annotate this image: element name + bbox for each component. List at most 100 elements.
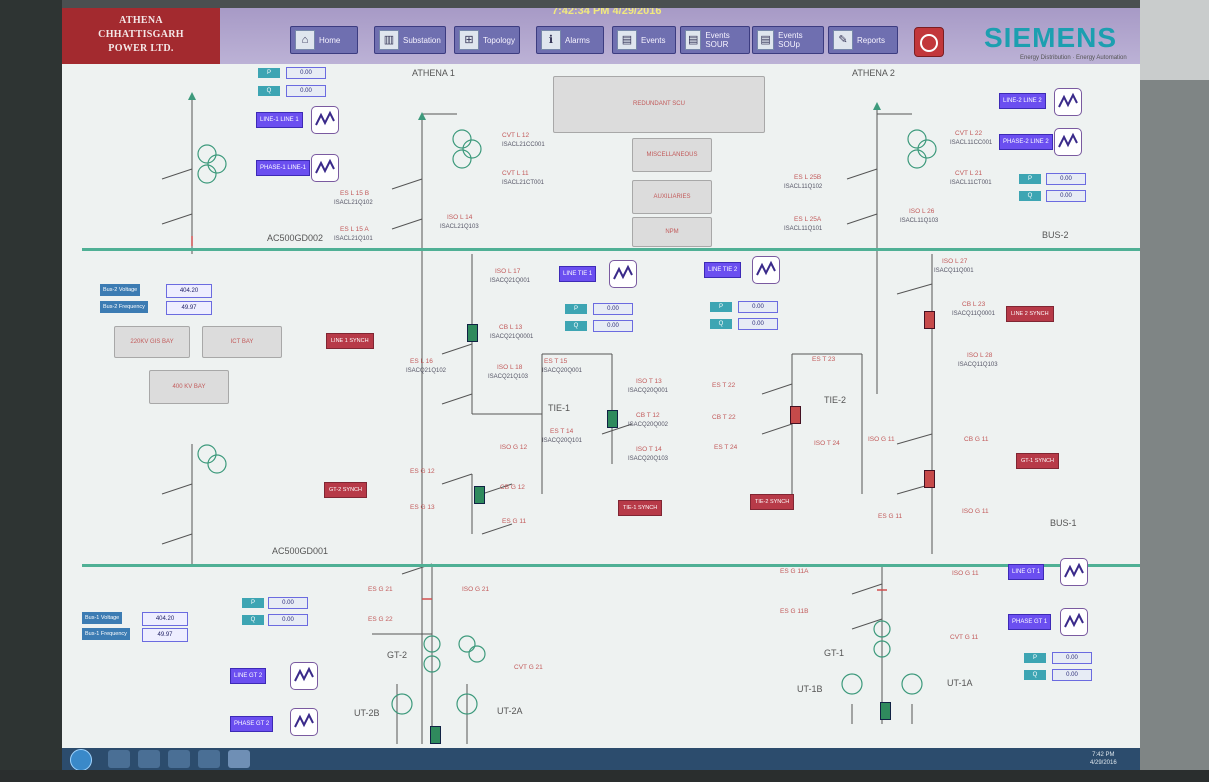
gt-2-synch-button[interactable]: GT-2 SYNCH bbox=[324, 482, 368, 498]
nav-events-soup-button[interactable]: ▤Events SOUp bbox=[752, 26, 824, 54]
tie-1-synch-button[interactable]: TIE-1 SYNCH bbox=[618, 500, 663, 516]
redundant-scu-button[interactable]: REDUNDANT SCU bbox=[553, 76, 765, 133]
tie-2-label: TIE-2 bbox=[824, 395, 847, 405]
siemens-brand: SIEMENS bbox=[984, 22, 1118, 53]
bay-400kv-button[interactable]: 400 KV BAY bbox=[149, 370, 229, 404]
circuit-breaker-cbt22[interactable] bbox=[790, 406, 801, 424]
trend-icon bbox=[1058, 92, 1078, 108]
power-off-button[interactable] bbox=[914, 27, 944, 57]
id-cbt-12: ISACQ20Q002 bbox=[628, 422, 669, 428]
photo-frame-bottom bbox=[0, 770, 1209, 782]
line-tie-1-button[interactable]: LINE TIE 1 bbox=[559, 266, 597, 282]
label-esg-11-right: ES G 11 bbox=[878, 513, 903, 520]
label-esg-13: ES G 13 bbox=[410, 504, 435, 511]
line-2-synch-button[interactable]: LINE 2 SYNCH bbox=[1006, 306, 1054, 322]
label-est-23: ES T 23 bbox=[812, 356, 836, 363]
label-isot-14: ISO T 14 bbox=[636, 446, 662, 453]
line-tie-2-button[interactable]: LINE TIE 2 bbox=[704, 262, 742, 278]
id-esl-25b: ISACL11Q102 bbox=[784, 184, 823, 190]
circuit-breaker-ut2[interactable] bbox=[430, 726, 441, 744]
taskbar-scada-icon[interactable] bbox=[228, 750, 250, 768]
label-cvt-l21: CVT L 21 bbox=[955, 170, 983, 177]
company-line-3: POWER LTD. bbox=[108, 43, 174, 54]
bus-2-label: BUS-2 bbox=[1042, 230, 1069, 240]
gt-1-synch-button[interactable]: GT-1 SYNCH bbox=[1016, 453, 1060, 469]
taskbar-explorer-icon[interactable] bbox=[108, 750, 130, 768]
tray-time: 7:42 PM bbox=[1092, 752, 1115, 758]
id-isol-27: ISACQ11Q001 bbox=[934, 268, 974, 274]
q2-indicator: Q bbox=[1019, 191, 1041, 201]
taskbar-app-icon[interactable] bbox=[168, 750, 190, 768]
tie-2-synch-button[interactable]: TIE-2 SYNCH bbox=[750, 494, 795, 510]
header-bar: ATHENA CHHATTISGARH POWER LTD. 7:42:34 P… bbox=[62, 8, 1140, 64]
nav-events-sour-button[interactable]: ▤Events SOUR bbox=[680, 26, 750, 54]
gt-2-phase-button[interactable]: PHASE GT 2 bbox=[230, 716, 274, 732]
nav-home-button[interactable]: ⌂Home bbox=[290, 26, 358, 54]
label-est-24: ES T 24 bbox=[714, 444, 738, 451]
nav-reports-button[interactable]: ✎Reports bbox=[828, 26, 898, 54]
circuit-breaker-cbl13[interactable] bbox=[467, 324, 478, 342]
line-tie-2-trend-button[interactable] bbox=[752, 256, 780, 284]
gt-1-phase-trend-button[interactable] bbox=[1060, 608, 1088, 636]
nav-substation-button[interactable]: ▥Substation bbox=[374, 26, 446, 54]
q-value: 0.00 bbox=[286, 85, 326, 97]
id-isol-26: ISACL11Q103 bbox=[900, 218, 939, 224]
nav-topology-button[interactable]: ⊞Topology bbox=[454, 26, 520, 54]
id-cvt-l22: ISACL11CC001 bbox=[950, 140, 993, 146]
single-line-diagram bbox=[161, 92, 937, 744]
bus1-voltage-value: 404.20 bbox=[142, 612, 188, 626]
label-esg-21: ES G 21 bbox=[368, 586, 393, 593]
gt-2-phase-trend-button[interactable] bbox=[290, 708, 318, 736]
phase-1-button[interactable]: PHASE-1 LINE-1 bbox=[256, 160, 311, 176]
label-isog-21: ISO G 21 bbox=[462, 586, 490, 593]
bus1-frequency-value: 49.97 bbox=[142, 628, 188, 642]
power-icon bbox=[920, 34, 938, 52]
phase-1-trend-button[interactable] bbox=[311, 154, 339, 182]
line-2-button[interactable]: LINE-2 LINE 2 bbox=[999, 93, 1046, 109]
circuit-breaker-ut1[interactable] bbox=[880, 702, 891, 720]
circuit-breaker-cbl23[interactable] bbox=[924, 311, 935, 329]
company-line-2: CHHATTISGARH bbox=[98, 29, 184, 40]
ict-bay-button[interactable]: ICT BAY bbox=[202, 326, 282, 358]
line-tie-1-trend-button[interactable] bbox=[609, 260, 637, 288]
phase-2-trend-button[interactable] bbox=[1054, 128, 1082, 156]
line-1-synch-button[interactable]: LINE 1 SYNCH bbox=[326, 333, 374, 349]
auxiliaries-button[interactable]: AUXILIARIES bbox=[632, 180, 712, 214]
line-1-trend-button[interactable] bbox=[311, 106, 339, 134]
tie2-p-indicator: P bbox=[710, 302, 732, 312]
events-sour-icon: ▤ bbox=[685, 30, 702, 50]
company-logo: ATHENA CHHATTISGARH POWER LTD. bbox=[62, 8, 220, 64]
circuit-breaker-cbg11[interactable] bbox=[924, 470, 935, 488]
label-est-14: ES T 14 bbox=[550, 428, 574, 435]
p2-indicator: P bbox=[1019, 174, 1041, 184]
gt-1-line-button[interactable]: LINE GT 1 bbox=[1008, 564, 1045, 580]
gt-2-line-button[interactable]: LINE GT 2 bbox=[230, 668, 267, 684]
npm-button[interactable]: NPM bbox=[632, 217, 712, 247]
trend-icon bbox=[294, 666, 314, 682]
miscellaneous-button[interactable]: MISCELLANEOUS bbox=[632, 138, 712, 172]
id-cvt-l12: ISACL21CC001 bbox=[502, 142, 545, 148]
gt-2-trend-button[interactable] bbox=[290, 662, 318, 690]
circuit-breaker-cbt12[interactable] bbox=[607, 410, 618, 428]
label-cbt-22: CB T 22 bbox=[712, 414, 736, 421]
athena-1-title: ATHENA 1 bbox=[412, 68, 455, 78]
tray-clock[interactable]: 7:42 PM 4/29/2016 bbox=[1090, 751, 1117, 767]
phase-2-button[interactable]: PHASE-2 LINE 2 bbox=[999, 134, 1053, 150]
start-button[interactable] bbox=[70, 749, 92, 770]
gt2-p-indicator: P bbox=[242, 598, 264, 608]
circuit-breaker-cbg12[interactable] bbox=[474, 486, 485, 504]
gt-1-phase-button[interactable]: PHASE GT 1 bbox=[1008, 614, 1052, 630]
line-1-button[interactable]: LINE-1 LINE 1 bbox=[256, 112, 303, 128]
nav-topology-label: Topology bbox=[482, 35, 515, 45]
gt2-p-value: 0.00 bbox=[268, 597, 308, 609]
tie1-q-value: 0.00 bbox=[593, 320, 633, 332]
taskbar-paint-icon[interactable] bbox=[198, 750, 220, 768]
line-2-trend-button[interactable] bbox=[1054, 88, 1082, 116]
bay-220kv-button[interactable]: 220KV GIS BAY bbox=[114, 326, 190, 358]
taskbar-media-icon[interactable] bbox=[138, 750, 160, 768]
gt-1-trend-button[interactable] bbox=[1060, 558, 1088, 586]
gt1-p-value: 0.00 bbox=[1052, 652, 1092, 664]
label-cbl-13: CB L 13 bbox=[499, 324, 523, 331]
nav-events-button[interactable]: ▤Events bbox=[612, 26, 676, 54]
